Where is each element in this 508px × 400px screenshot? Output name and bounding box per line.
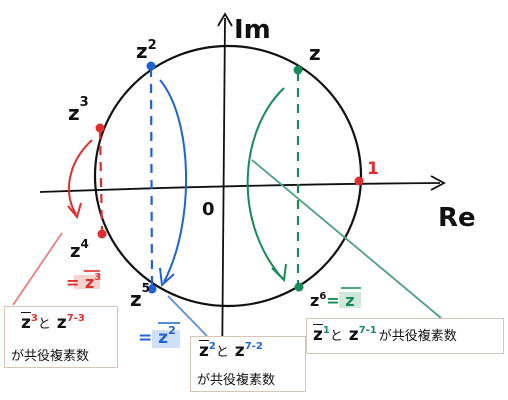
origin-label: 0: [202, 199, 215, 220]
point-z3: [95, 123, 105, 133]
point-one: [354, 176, 364, 186]
imag-axis-label: Im: [234, 15, 271, 45]
real-axis-label: Re: [438, 203, 476, 233]
point-z6: [294, 282, 304, 292]
point-z2: [146, 61, 156, 71]
label-one: 1: [367, 159, 379, 179]
note-red: z3と z7-3 が共役複素数: [4, 306, 118, 368]
label-z5: z5: [130, 281, 150, 311]
red-arrowhead: [67, 202, 82, 220]
blue-dashed-line: [149, 67, 154, 287]
green-arrowhead: [271, 263, 287, 283]
red-dashed-line: [98, 129, 104, 233]
point-z5: [147, 284, 157, 294]
label-z5-eq: = z2: [138, 324, 176, 348]
green-pointer-line: [251, 159, 442, 319]
point-z4: [97, 229, 107, 239]
real-axis-arrowhead: [430, 175, 446, 191]
highlight-z6-eq: [339, 292, 361, 308]
red-pointer-line: [12, 232, 63, 306]
note-blue-formula: z2と z7-2: [199, 341, 263, 361]
label-z3: z3: [68, 95, 89, 125]
blue-curved-arrow: [159, 79, 188, 283]
note-blue-text: が共役複素数: [197, 373, 276, 388]
unit-circle: [93, 44, 363, 308]
highlight-z5-eq: [152, 330, 180, 348]
blue-arrowhead: [159, 267, 175, 288]
imag-axis: [221, 17, 226, 379]
label-z6: z6= z: [310, 291, 355, 310]
green-curved-arrow: [246, 87, 285, 279]
point-z: [293, 65, 303, 75]
label-z: z: [309, 41, 321, 65]
imag-axis-arrowhead: [217, 12, 233, 27]
highlight-z4-eq: [74, 275, 100, 289]
label-z4-eq: = z3: [66, 272, 101, 292]
real-axis: [39, 182, 441, 193]
note-blue: z2と z7-2 が共役複素数: [190, 336, 306, 392]
note-red-text: が共役複素数: [11, 349, 90, 364]
blue-pointer-line: [167, 295, 208, 337]
red-curved-arrow: [67, 139, 93, 215]
label-z4: z4: [70, 237, 89, 262]
label-z2: z2: [136, 38, 157, 63]
note-red-formula: z3と z7-3: [21, 313, 85, 333]
